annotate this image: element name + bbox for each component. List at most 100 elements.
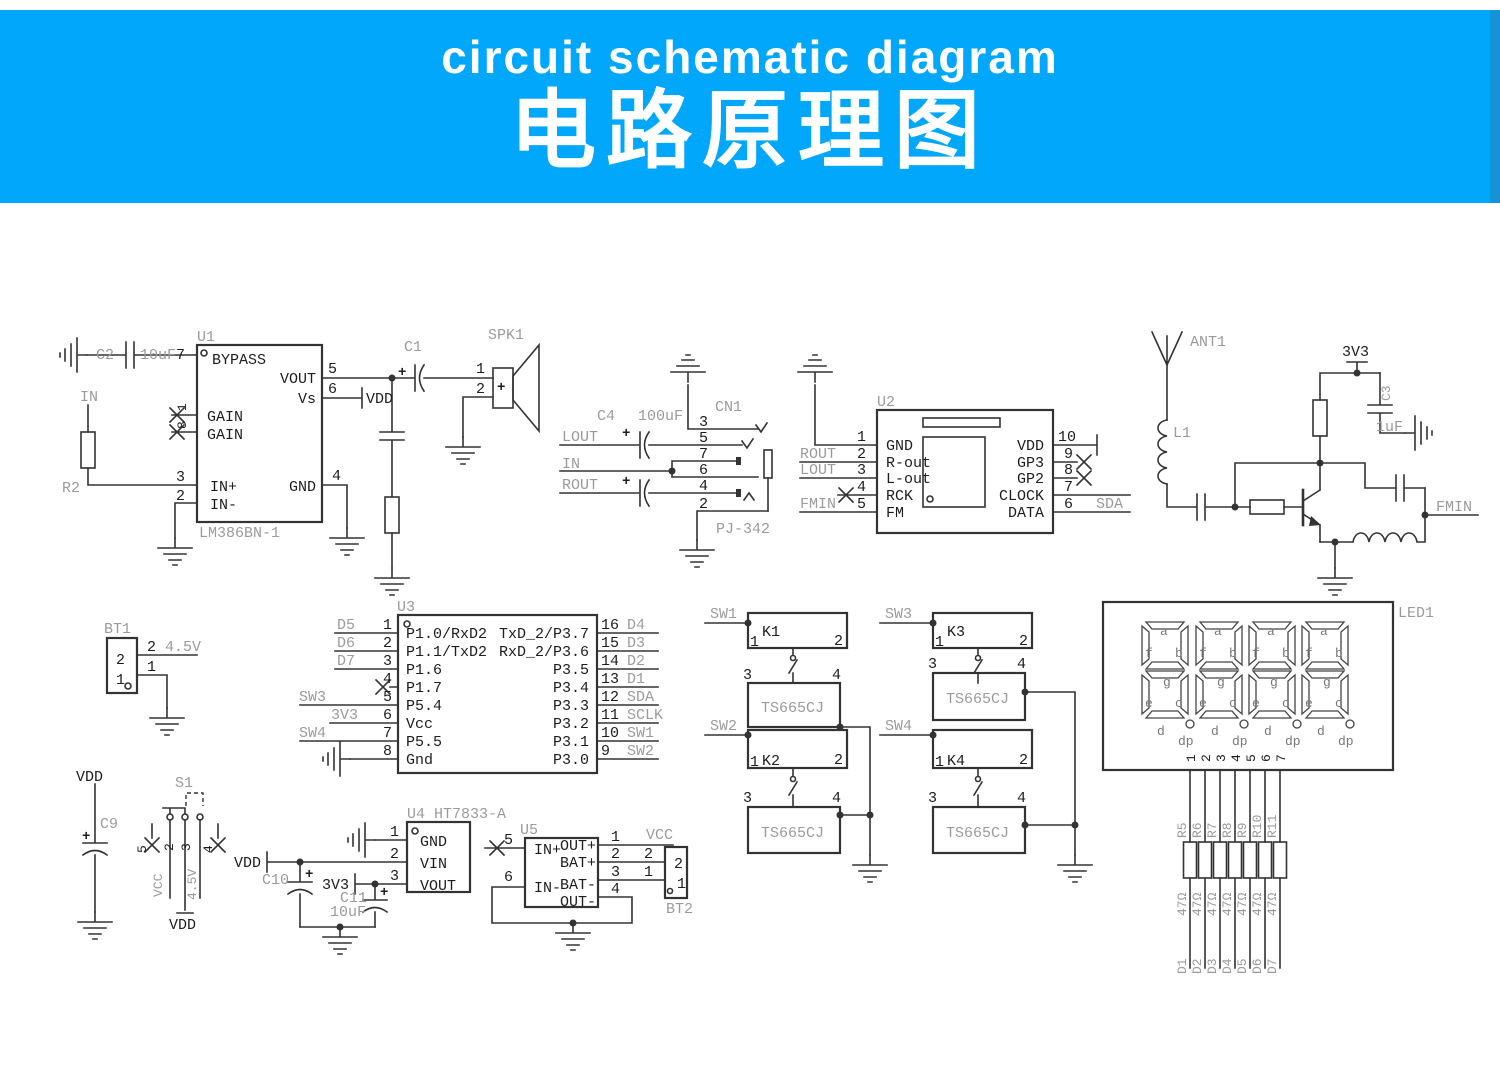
label-led-pin6: 6 (1259, 754, 1274, 762)
u5-wires (491, 844, 674, 924)
label-ts4-name: TS665CJ (946, 825, 1009, 842)
label-vcc-u5: VCC (646, 827, 673, 844)
label-s1-pin5: 5 (135, 845, 150, 853)
ground-icon (149, 707, 185, 736)
r10-resistor (1257, 841, 1273, 879)
label-v3v3-u4: 3V3 (322, 877, 349, 894)
label-u2-data: DATA (1008, 505, 1044, 522)
label-u2-gp2: GP2 (1017, 471, 1044, 488)
label-r11-val: 47Ω (1265, 892, 1280, 916)
ground-icon (329, 527, 365, 556)
led-display-circuit (1101, 600, 1395, 969)
cn1-pin3-wire (687, 384, 769, 434)
s1-contact (181, 813, 189, 821)
label-u2-pin4: 4 (857, 479, 866, 496)
label-u1-inplus: IN+ (210, 479, 237, 496)
label-c1-ref: C1 (404, 339, 422, 356)
cn1-pin2-wire (696, 510, 769, 541)
r8-resistor (1227, 841, 1243, 879)
feedback-capacitor (1234, 462, 1479, 516)
label-c10-ref: C10 (262, 872, 289, 889)
label-u2-pin10: 10 (1058, 429, 1076, 446)
label-c11-plus: + (380, 885, 388, 901)
label-u3-pin16: 16 (601, 617, 619, 634)
label-r6-ref: R6 (1190, 822, 1205, 838)
u1-pin4-wire (321, 484, 348, 529)
label-u1-gain-pin1: 1 (175, 403, 190, 411)
label-ts1-pin4: 4 (832, 667, 841, 684)
junction-dot (1071, 821, 1079, 829)
label-k4-pin1: 1 (935, 754, 944, 771)
led-digit-4 (1301, 621, 1355, 750)
label-u3-pin2: 2 (383, 635, 392, 652)
k1-switch-icon (787, 647, 799, 684)
label-u3-p11: P1.1/TxD2 (406, 644, 487, 661)
label-bt1-ref: BT1 (104, 621, 131, 638)
junction-dot (296, 858, 304, 866)
label-u3-pin6: 6 (383, 707, 392, 724)
label-k1-name: K1 (762, 624, 780, 641)
label-u3-pin14: 14 (601, 653, 619, 670)
ground-icon (322, 741, 351, 777)
label-r6-val: 47Ω (1190, 892, 1205, 916)
jack-contact (736, 457, 741, 465)
ts3-body (931, 671, 1027, 722)
label-u1-pin5: 5 (328, 361, 337, 378)
junction-dot (929, 731, 937, 739)
label-ts1-pin3: 3 (743, 667, 752, 684)
label-u1-gndpin: GND (289, 479, 316, 496)
label-c2-val: 10uF (140, 347, 176, 364)
label-k2-pin1: 1 (750, 754, 759, 771)
junction-dot (388, 374, 396, 382)
u2-right-wires (1052, 434, 1131, 513)
label-u2-pin8: 8 (1064, 462, 1073, 479)
label-ts4-pin3: 3 (928, 790, 937, 807)
label-u4-part: HT7833-A (434, 806, 506, 823)
bt1-battery-circuit (105, 636, 198, 736)
label-led-pin4: 4 (1229, 754, 1244, 762)
label-u5-pin6: 6 (504, 869, 513, 886)
c4-capacitor (559, 430, 755, 460)
label-spk1-ref: SPK1 (488, 327, 524, 344)
label-u3-p32: P3.2 (553, 716, 589, 733)
label-u3-pin12: 12 (601, 689, 619, 706)
label-u4-pin2: 2 (390, 846, 399, 863)
label-led-pin5: 5 (1244, 754, 1259, 762)
label-bt2-pin2: 2 (644, 846, 653, 863)
label-s1-pin3: 3 (179, 843, 194, 851)
label-u4-pin3: 3 (390, 868, 399, 885)
label-u2-gnd: GND (886, 438, 913, 455)
label-rout-plus: + (622, 474, 630, 490)
r9-resistor (1242, 841, 1258, 879)
ground-icon (1057, 854, 1093, 883)
cn1-jack-circuit (559, 354, 773, 568)
u2-chip-body (875, 408, 1055, 535)
label-r11-ref: R11 (1265, 814, 1280, 838)
label-u3-p33: P3.3 (553, 698, 589, 715)
label-k3-pin2: 2 (1019, 633, 1028, 650)
label-s1-vcc: VCC (151, 873, 166, 897)
label-led-d6: D6 (1250, 958, 1265, 974)
spk-pin2-wire (462, 396, 494, 438)
u4-chip-body (405, 820, 472, 894)
label-r2-ref: R2 (62, 480, 80, 497)
label-sw1-net: SW1 (710, 606, 737, 623)
label-u4-ref: U4 (407, 806, 425, 823)
label-u1-inminus: IN- (210, 497, 237, 514)
label-d6-net: D6 (337, 635, 355, 652)
banner-edge-strip (1490, 10, 1500, 203)
label-led-pin2: 2 (1199, 754, 1214, 762)
junction-dot (744, 731, 752, 739)
r11-resistor (1272, 841, 1288, 879)
nc-x-icon (1076, 470, 1092, 486)
zobel-resistor (384, 496, 400, 534)
label-u1-pin4: 4 (332, 468, 341, 485)
label-u3-p17: P1.7 (406, 680, 442, 697)
label-s1-ref: S1 (175, 775, 193, 792)
label-u1-pin7: 7 (176, 347, 185, 364)
k4-body (931, 728, 1034, 770)
u2-left-wires (799, 384, 878, 513)
label-u1-gain-a: GAIN (207, 409, 243, 426)
c3-capacitor (1367, 372, 1406, 434)
